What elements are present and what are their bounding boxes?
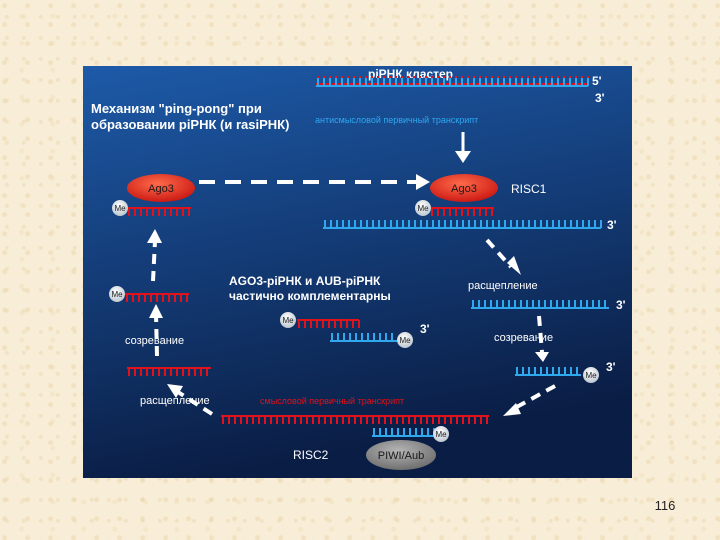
cleaved-antisense-strand xyxy=(471,300,609,309)
ago3-protein-risc1 xyxy=(430,174,498,202)
methyl-cap-center-ago3 xyxy=(280,312,296,328)
dashed-arrow-cleavage-left xyxy=(167,384,214,416)
center-aub-pirna xyxy=(330,333,397,342)
me-label-center-aub: Me xyxy=(399,336,411,345)
antisense-transcript-label: антисмысловой первичный транскрипт xyxy=(315,115,478,125)
me-label-ago3-left: Me xyxy=(114,204,126,213)
dashed-arrow-up-left xyxy=(147,229,162,282)
me-label-left-mature: Me xyxy=(111,290,123,299)
page-number: 116 xyxy=(654,498,676,513)
risc2-label: RISC2 xyxy=(293,448,329,462)
ping-pong-diagram: Механизм "ping-pong" при образовании piР… xyxy=(83,66,632,478)
dashed-arrow-to-risc1 xyxy=(199,174,430,190)
center-ago3-pirna xyxy=(297,319,360,328)
risc1-pirna-strand xyxy=(430,207,494,216)
mature-antisense-strand xyxy=(515,367,581,376)
cleavage-label-left: расщепление xyxy=(140,395,210,407)
sense-transcript-strand xyxy=(221,415,489,424)
methyl-cap-center-aub xyxy=(397,332,413,348)
me-label-risc2: Me xyxy=(435,430,447,439)
dashed-arrow-cleavage-right xyxy=(485,238,521,275)
dashed-arrow-to-risc2 xyxy=(503,384,556,416)
left-mature-sense-strand xyxy=(125,293,189,302)
dashed-arrow-maturation-right xyxy=(535,315,549,362)
left-cleaved-sense-strand xyxy=(127,367,211,376)
diagram-title-line2: образовании piРНК (и rasiРНК) xyxy=(91,117,289,132)
cleaved-three-prime: 3' xyxy=(616,298,626,312)
cluster-label: piРНК кластер xyxy=(368,67,453,81)
cleavage-label-right: расщепление xyxy=(468,280,538,292)
ago3-label-risc1: Ago3 xyxy=(451,183,477,195)
ago3-protein-left xyxy=(127,174,195,202)
cluster-antisense-strand xyxy=(316,78,589,87)
methyl-cap-left-mature xyxy=(109,286,125,302)
down-arrow-icon xyxy=(455,132,471,163)
dashed-arrow-maturation-left xyxy=(149,304,163,357)
me-label-mature-right: Me xyxy=(585,371,597,380)
diagram-background xyxy=(83,66,632,478)
complementary-note-line1: AGO3-piРНК и AUB-piРНК xyxy=(229,274,381,288)
risc1-target-strand xyxy=(323,220,602,229)
risc1-label: RISC1 xyxy=(511,182,547,196)
cluster-three-prime: 3' xyxy=(595,91,605,105)
me-label-center-ago3: Me xyxy=(282,316,294,325)
sense-transcript-label: смысловой первичный транскрипт xyxy=(260,396,404,406)
me-label-risc1: Me xyxy=(417,204,429,213)
methyl-cap-mature-right xyxy=(583,367,599,383)
maturation-label-left: созревание xyxy=(125,335,184,347)
risc1-three-prime: 3' xyxy=(607,218,617,232)
piwi-aub-label: PIWI/Aub xyxy=(378,450,424,462)
complementary-note-line2: частично комплементарны xyxy=(229,289,391,303)
ago3-label-left: Ago3 xyxy=(148,183,174,195)
diagram-title-line1: Механизм "ping-pong" при xyxy=(91,101,262,116)
cluster-five-prime: 5' xyxy=(592,74,602,88)
maturation-label-right: созревание xyxy=(494,332,553,344)
methyl-cap-risc2 xyxy=(433,426,449,442)
center-three-prime: 3' xyxy=(420,322,430,336)
ago3-pirna-strand-left xyxy=(127,207,191,216)
mature-three-prime: 3' xyxy=(606,360,616,374)
methyl-cap-ago3-left xyxy=(112,200,128,216)
risc2-aub-pirna xyxy=(372,428,435,437)
piwi-aub-protein xyxy=(366,440,436,470)
methyl-cap-risc1 xyxy=(415,200,431,216)
